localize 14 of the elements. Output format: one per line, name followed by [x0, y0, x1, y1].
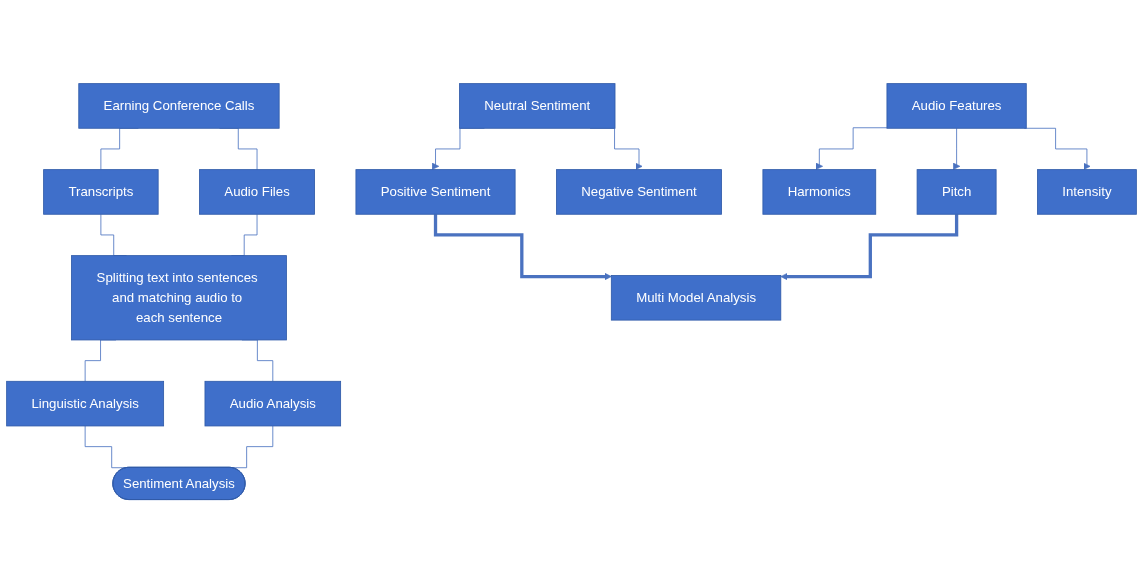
- node-box: Pitch: [916, 169, 997, 215]
- node-box: Neutral Sentiment: [459, 83, 616, 129]
- node-box: Transcripts: [43, 169, 159, 215]
- node-box: Splitting text into sentences and matching audio to each sentence: [71, 255, 287, 341]
- node-box: Audio Files: [199, 169, 315, 215]
- node-box: Multi Model Analysis: [610, 274, 782, 321]
- node-box: Negative Sentiment: [556, 169, 722, 215]
- node-box: Intensity: [1037, 169, 1137, 215]
- node-box: Audio Analysis: [204, 380, 342, 427]
- node-box: Positive Sentiment: [355, 169, 516, 215]
- node-box: Harmonics: [762, 169, 877, 215]
- node-box: Audio Features: [886, 83, 1027, 129]
- node-box: Earning Conference Calls: [78, 83, 280, 129]
- node-box: Linguistic Analysis: [6, 380, 165, 427]
